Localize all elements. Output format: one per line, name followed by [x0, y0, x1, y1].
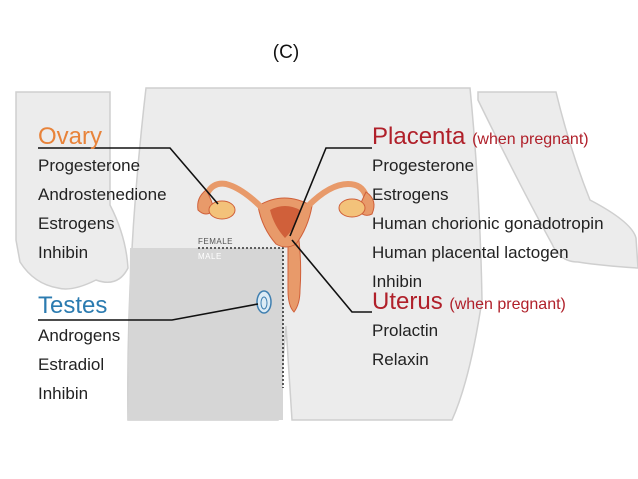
- ovary-heading: Ovary: [38, 125, 102, 149]
- female-male-divider: [198, 247, 284, 388]
- right-ovary-shape: [338, 198, 366, 218]
- placenta-hormone: Estrogens: [372, 185, 449, 204]
- uterus-title: Uterus: [372, 288, 443, 315]
- male-region: [128, 248, 283, 420]
- ovary-hormone: Estrogens: [38, 214, 115, 233]
- left-hand-silhouette: [15, 91, 129, 290]
- ovary-hormone: Progesterone: [38, 156, 141, 175]
- left-fallopian-tube: [205, 180, 265, 211]
- placenta-hormone: Progesterone: [372, 156, 475, 175]
- male-label: MALE: [198, 252, 222, 261]
- uterus-hormone-list: Prolactin Relaxin: [372, 316, 438, 374]
- left-ovary-shape: [208, 200, 236, 220]
- ovary-hormone: Androstenedione: [38, 185, 167, 204]
- right-hand-silhouette: [477, 91, 638, 269]
- vagina-canal: [287, 231, 302, 313]
- uterus-lining: [270, 206, 300, 238]
- uterus-organ: [197, 180, 375, 313]
- female-label: FEMALE: [198, 237, 234, 246]
- placenta-hormone-list: Progesterone Estrogens Human chorionic g…: [372, 151, 604, 296]
- uterus-pointer-line: [291, 239, 372, 313]
- uterus-note: (when pregnant): [449, 296, 566, 313]
- uterus-hormone: Prolactin: [372, 321, 439, 340]
- placenta-hormone: Human placental lactogen: [372, 243, 569, 262]
- testes-hormone: Inhibin: [38, 384, 89, 403]
- testes-hormone-list: Androgens Estradiol Inhibin: [38, 321, 120, 408]
- ovary-title: Ovary: [38, 123, 103, 150]
- testes-heading: Testes: [38, 294, 107, 318]
- uterus-heading: Uterus (when pregnant): [372, 290, 566, 314]
- placenta-heading: Placenta (when pregnant): [372, 125, 589, 149]
- placenta-hormone: Human chorionic gonadotropin: [372, 214, 604, 233]
- testis-inner: [260, 296, 268, 310]
- testes-hormone: Estradiol: [38, 355, 105, 374]
- right-fallopian-tube: [305, 180, 369, 209]
- placenta-hormone: Inhibin: [372, 272, 423, 291]
- testes-pointer-line: [38, 303, 259, 321]
- testes-hormone: Androgens: [38, 326, 121, 345]
- ovary-pointer-line: [38, 147, 219, 205]
- ovary-hormone: Inhibin: [38, 243, 89, 262]
- ovary-hormone-list: Progesterone Androstenedione Estrogens I…: [38, 151, 167, 267]
- placenta-pointer-line: [289, 147, 372, 237]
- testes-title: Testes: [38, 292, 108, 319]
- placenta-note: (when pregnant): [472, 131, 589, 148]
- figure-label: (C): [272, 42, 300, 63]
- uterus-hormone: Relaxin: [372, 350, 429, 369]
- testis-shape: [256, 290, 272, 314]
- placenta-title: Placenta: [372, 123, 466, 150]
